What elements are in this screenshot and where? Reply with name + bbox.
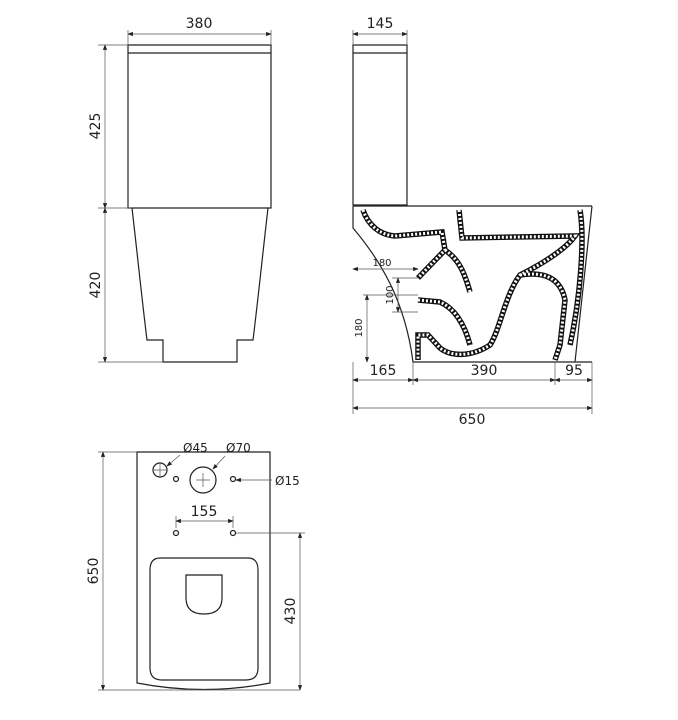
front-view: 380 425 420 — [88, 16, 272, 363]
hole-70 — [189, 466, 217, 494]
hole-15-label: Ø15 — [275, 474, 300, 488]
inlet-horizontal-dimension: 180 — [372, 258, 391, 269]
front-overhang-dimension: 95 — [565, 363, 583, 379]
hole-70-label: Ø70 — [226, 441, 251, 455]
bowl-height-dimension: 420 — [88, 272, 104, 299]
front-width-dimension: 380 — [186, 16, 213, 32]
tank-depth-dimension: 145 — [367, 16, 394, 32]
top-length-dimension: 650 — [86, 558, 102, 585]
total-depth-dimension: 650 — [459, 412, 486, 428]
side-view: 145 180 100 180 165 390 95 650 — [352, 16, 593, 428]
top-view: Ø45 Ø70 Ø15 155 650 430 — [86, 441, 305, 691]
hole-45-label: Ø45 — [183, 441, 208, 455]
bolt-spacing-dimension: 155 — [191, 504, 218, 520]
rear-offset-dimension: 165 — [370, 363, 397, 379]
fixing-distance-dimension: 430 — [283, 598, 299, 625]
section-hatching — [360, 209, 585, 361]
outlet-height-dimension: 180 — [354, 318, 365, 337]
base-length-dimension: 390 — [471, 363, 498, 379]
tank-height-dimension: 425 — [88, 113, 104, 140]
